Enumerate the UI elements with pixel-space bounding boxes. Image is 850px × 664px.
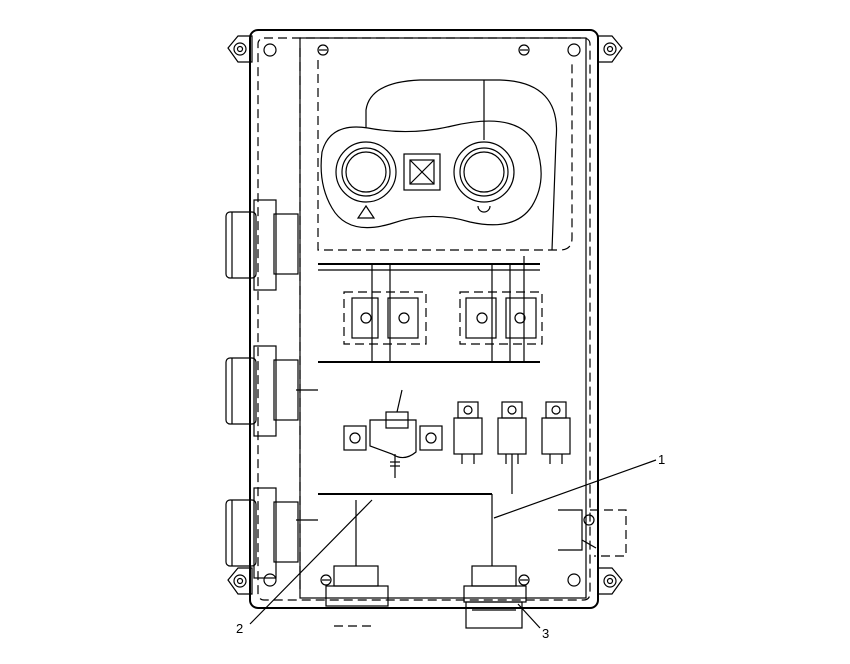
small-relay-1 [453, 401, 483, 464]
callout-3: 3 [542, 626, 549, 641]
round-button-right [453, 141, 515, 203]
leader-line-3 [517, 603, 541, 629]
side-connector-middle [225, 345, 299, 437]
small-relay-3 [541, 401, 571, 464]
control-panel [320, 79, 558, 251]
small-relay-2 [497, 401, 527, 494]
terminal-block-left [343, 264, 427, 362]
terminal-block-right [459, 256, 543, 362]
corner-screw [263, 43, 277, 57]
leader-lines [249, 459, 657, 629]
relay-component [343, 389, 443, 478]
side-clamp [558, 509, 627, 557]
control-panel-outline [320, 120, 542, 229]
ring-symbol-icon [477, 205, 491, 213]
corner-screw [263, 573, 277, 587]
square-switch [403, 153, 441, 191]
enclosure-dashed-inner [257, 37, 591, 601]
bottom-gland-right [463, 494, 527, 629]
mount-ear-bottom-right [597, 567, 623, 595]
mounting-ears [227, 35, 623, 595]
enclosure [249, 29, 599, 609]
round-button-left [335, 141, 397, 203]
wiring-bars [296, 263, 540, 521]
mount-ear-bottom-left [227, 567, 253, 595]
callout-2: 2 [236, 621, 243, 636]
corner-screw [567, 573, 581, 587]
warning-triangle-icon [356, 204, 376, 219]
side-connector-top [225, 199, 299, 291]
side-connector-bottom [225, 487, 299, 579]
leader-line-2 [249, 499, 373, 625]
enclosure-outline [249, 29, 599, 609]
mount-ear-top-right [597, 35, 623, 63]
bottom-gland-left [325, 500, 389, 627]
backplate [299, 37, 587, 599]
mount-ear-top-left [227, 35, 253, 63]
corner-screw [567, 43, 581, 57]
upper-panel-outline [317, 60, 573, 251]
backplate-screws [317, 44, 530, 586]
callout-1: 1 [658, 452, 665, 467]
control-panel-cable [365, 79, 558, 251]
leader-line-1 [493, 459, 657, 519]
